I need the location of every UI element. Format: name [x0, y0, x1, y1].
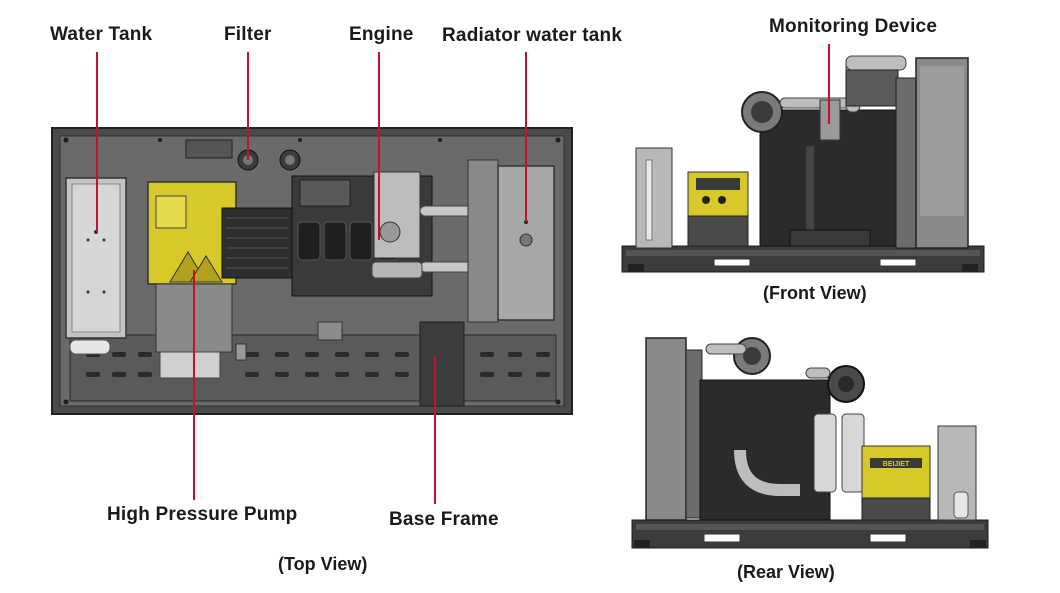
- filter-label: Filter: [224, 24, 272, 45]
- monitoring-device-leader: [828, 44, 830, 124]
- rear-view-drawing: BEIJIET: [631, 337, 989, 549]
- radiator-water-tank-label: Radiator water tank: [442, 25, 623, 46]
- high-pressure-pump-leader: [193, 270, 195, 500]
- base-frame-label: Base Frame: [389, 509, 499, 530]
- top-view-drawing: [51, 127, 573, 415]
- high-pressure-pump-label: High Pressure Pump: [107, 504, 298, 525]
- monitoring-device-label: Monitoring Device: [769, 16, 938, 37]
- water-tank-leader: [96, 52, 98, 232]
- radiator-leader: [525, 52, 527, 222]
- front-view-caption: (Front View): [763, 283, 867, 303]
- rear-view-caption: (Rear View): [737, 562, 835, 582]
- engine-label: Engine: [349, 24, 414, 45]
- front-view-drawing: [621, 55, 985, 273]
- filter-leader: [247, 52, 249, 160]
- top-view-caption: (Top View): [278, 554, 368, 574]
- base-frame-leader: [434, 356, 436, 504]
- pump-brand-mark: BEIJIET: [883, 461, 910, 468]
- water-tank-label: Water Tank: [50, 24, 153, 45]
- engine-leader: [378, 52, 380, 240]
